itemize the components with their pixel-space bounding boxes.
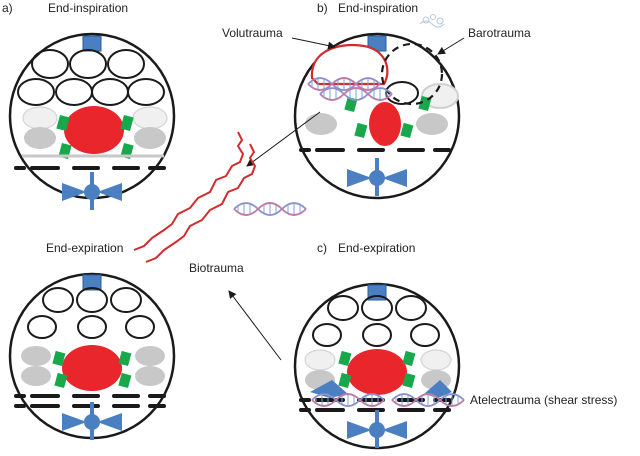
biotrauma-vessel-wall: [145, 143, 257, 263]
panel-c-phase: End-expiration: [338, 241, 415, 255]
panel-b-phase: End-inspiration: [338, 1, 418, 15]
alveolus-a-inspiration: [10, 34, 174, 210]
panel-a-letter: a): [2, 1, 13, 15]
biotrauma-label: Biotrauma: [189, 261, 244, 275]
barotrauma-label: Barotrauma: [468, 26, 531, 40]
panel-a-expiration: End-expiration: [8, 241, 176, 440]
panel-b-letter: b): [317, 1, 328, 15]
barotrauma-alveolus: [380, 42, 444, 106]
panel-a-phase-inspiration: End-inspiration: [48, 1, 128, 15]
panel-c: c) End-expiration: [293, 241, 617, 450]
volutrauma-alveolus: [310, 44, 389, 86]
atelectrauma-label: Atelectrauma (shear stress): [470, 393, 617, 407]
biotrauma-vessel-wall: [133, 131, 245, 251]
alveolus-c: [293, 282, 465, 450]
alveolus-a-expiration: [8, 272, 176, 440]
collapsed-alveolus: [310, 380, 348, 398]
volutrauma-label: Volutrauma: [222, 26, 283, 40]
released-particles-icon: [419, 14, 445, 28]
biotrauma-group: Biotrauma: [133, 111, 321, 361]
alveolus-b: [293, 14, 461, 200]
panel-c-letter: c): [317, 241, 327, 255]
panel-b: b) End-inspiration: [222, 1, 531, 200]
dna-icon: [233, 202, 307, 216]
panel-a: a) End-inspiration: [2, 1, 174, 210]
panel-a-phase-expiration: End-expiration: [46, 241, 123, 255]
